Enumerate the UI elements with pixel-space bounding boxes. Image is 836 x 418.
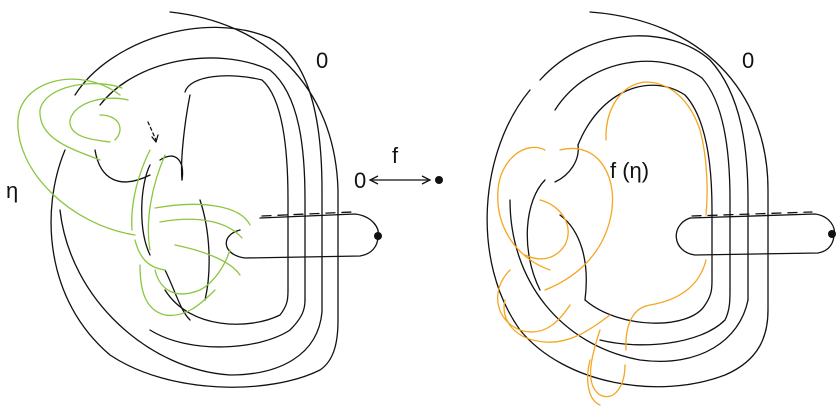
eta-loop-3 — [69, 97, 129, 143]
right-outer-arc-3 — [554, 60, 731, 291]
right-dotted-circle-marker — [828, 230, 836, 238]
left-eta-label: η — [6, 178, 18, 203]
right-loop-4 — [584, 279, 713, 324]
right-center-strand-2 — [554, 144, 579, 183]
map-arrow-right-head — [421, 175, 432, 185]
right-outer-arc-2 — [539, 35, 749, 301]
eta-cross-right-2 — [159, 218, 243, 239]
right-bar-bottom — [675, 217, 835, 256]
left-center-strand-5 — [94, 149, 151, 183]
right-center-strand-1 — [526, 179, 546, 291]
left-outer-arc-3 — [99, 57, 306, 301]
right-center-strand-3 — [559, 214, 587, 301]
eta-down-loop-3 — [154, 249, 231, 295]
f-eta-inner-loop — [524, 199, 569, 260]
map-source-label: 0 — [354, 168, 366, 193]
left-bar-bottom — [225, 229, 379, 259]
f-eta-left-arc — [497, 146, 551, 271]
eta-down-strand-2 — [147, 154, 166, 251]
left-inner-arc — [184, 75, 289, 291]
eta-outer-loop — [17, 78, 136, 236]
map-arrow-left-head — [368, 175, 379, 185]
left-dashed-arrow — [147, 121, 157, 141]
left-bar-top — [259, 213, 379, 237]
map-f: f 0 — [354, 143, 443, 193]
right-framing-label: 0 — [742, 48, 754, 73]
right-kirby-diagram: 0 f (η) — [486, 11, 836, 406]
map-target-dot — [435, 176, 443, 184]
f-eta-lower-swirl-2 — [503, 299, 611, 343]
left-center-strand-3 — [164, 269, 191, 321]
left-loop-3 — [149, 299, 306, 348]
eta-down-loop-2 — [139, 264, 216, 317]
right-loop-2 — [509, 199, 749, 362]
left-loop-2 — [59, 209, 323, 376]
right-bar-dashes — [691, 211, 813, 217]
eta-cross-right-1 — [154, 203, 251, 226]
eta-small-swirl — [99, 114, 121, 141]
right-f-eta-label: f (η) — [610, 158, 649, 183]
left-dotted-circle-marker — [374, 232, 382, 240]
left-center-strand-1 — [141, 164, 151, 256]
eta-down-strand-1 — [131, 149, 151, 231]
eta-down-loop-1 — [134, 239, 166, 271]
f-eta-right-descent — [625, 259, 707, 351]
f-eta-top-arc — [605, 81, 708, 216]
left-outer-arc-1 — [169, 11, 339, 321]
left-center-strand-4 — [199, 199, 210, 301]
right-inner-arc — [577, 84, 713, 281]
map-name-label: f — [392, 143, 399, 168]
right-outer-arc-1 — [589, 11, 769, 311]
f-eta-lower-tail — [589, 329, 626, 398]
left-loop-4 — [164, 289, 289, 325]
right-loop-3 — [599, 289, 731, 346]
eta-right-loop — [174, 244, 241, 276]
left-big-loop — [50, 149, 339, 388]
left-outer-arc-2 — [74, 26, 323, 313]
f-eta-mid-loop — [544, 147, 614, 291]
right-f-eta-curve — [497, 81, 708, 406]
right-big-loop — [486, 89, 769, 388]
left-eta-curve — [17, 78, 251, 317]
left-dashed-arrow-head — [151, 134, 159, 143]
eta-loop-2 — [39, 82, 123, 161]
f-eta-bottom-hook — [587, 359, 601, 406]
f-eta-lower-left-swirl — [497, 269, 571, 333]
left-framing-label: 0 — [316, 48, 328, 73]
left-kirby-diagram: 0 η — [6, 11, 382, 388]
left-inner-hook — [180, 94, 191, 181]
